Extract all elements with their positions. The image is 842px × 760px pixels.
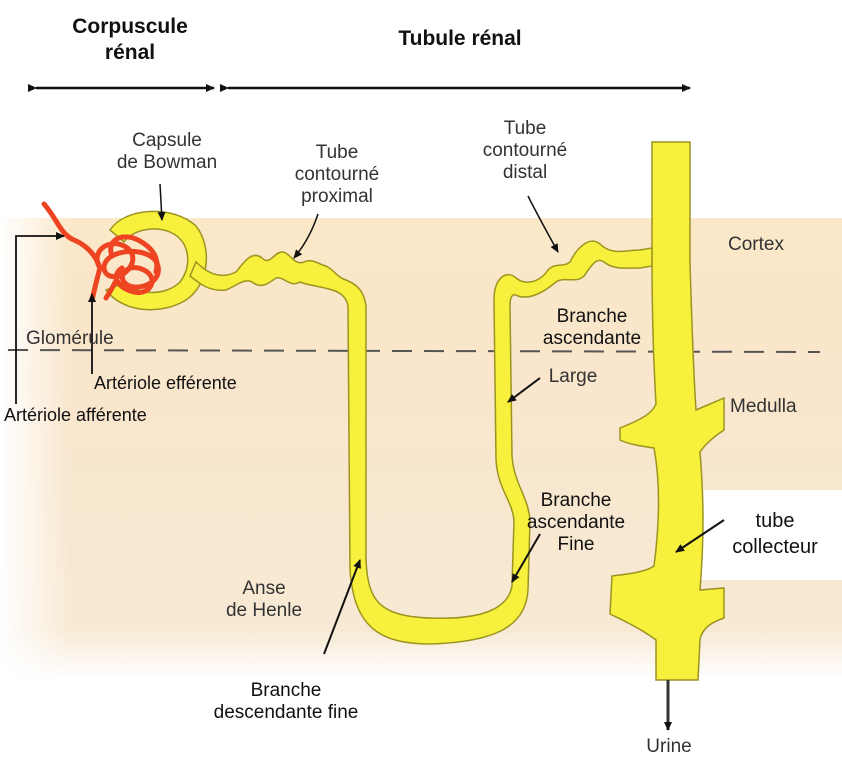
cortex-label: Cortex (728, 234, 784, 256)
corpuscule-renal-header: Corpuscule rénal (30, 14, 230, 66)
large-label: Large (538, 366, 608, 388)
tube-contourne-distal-label: Tube contourné distal (450, 118, 600, 184)
glomerule-label: Glomérule (26, 328, 114, 350)
urine-label: Urine (634, 736, 704, 758)
medulla-label: Medulla (730, 396, 797, 418)
branche-ascendante-label: Branche ascendante (520, 306, 664, 350)
arteriole-afferente-label: Artériole afférente (4, 404, 147, 426)
capsule-de-bowman-label: Capsule de Bowman (92, 130, 242, 174)
branche-descendante-fine-label: Branche descendante fine (186, 680, 386, 724)
arteriole-efferente-label: Artériole efférente (94, 372, 237, 394)
tubule-renal-header: Tubule rénal (360, 26, 560, 52)
branche-ascendante-fine-label: Branche ascendante Fine (504, 490, 648, 556)
tube-collecteur-label: tube collecteur (708, 508, 842, 560)
tube-contourne-proximal-label: Tube contourné proximal (262, 142, 412, 208)
anse-de-henle-label: Anse de Henle (214, 578, 314, 622)
